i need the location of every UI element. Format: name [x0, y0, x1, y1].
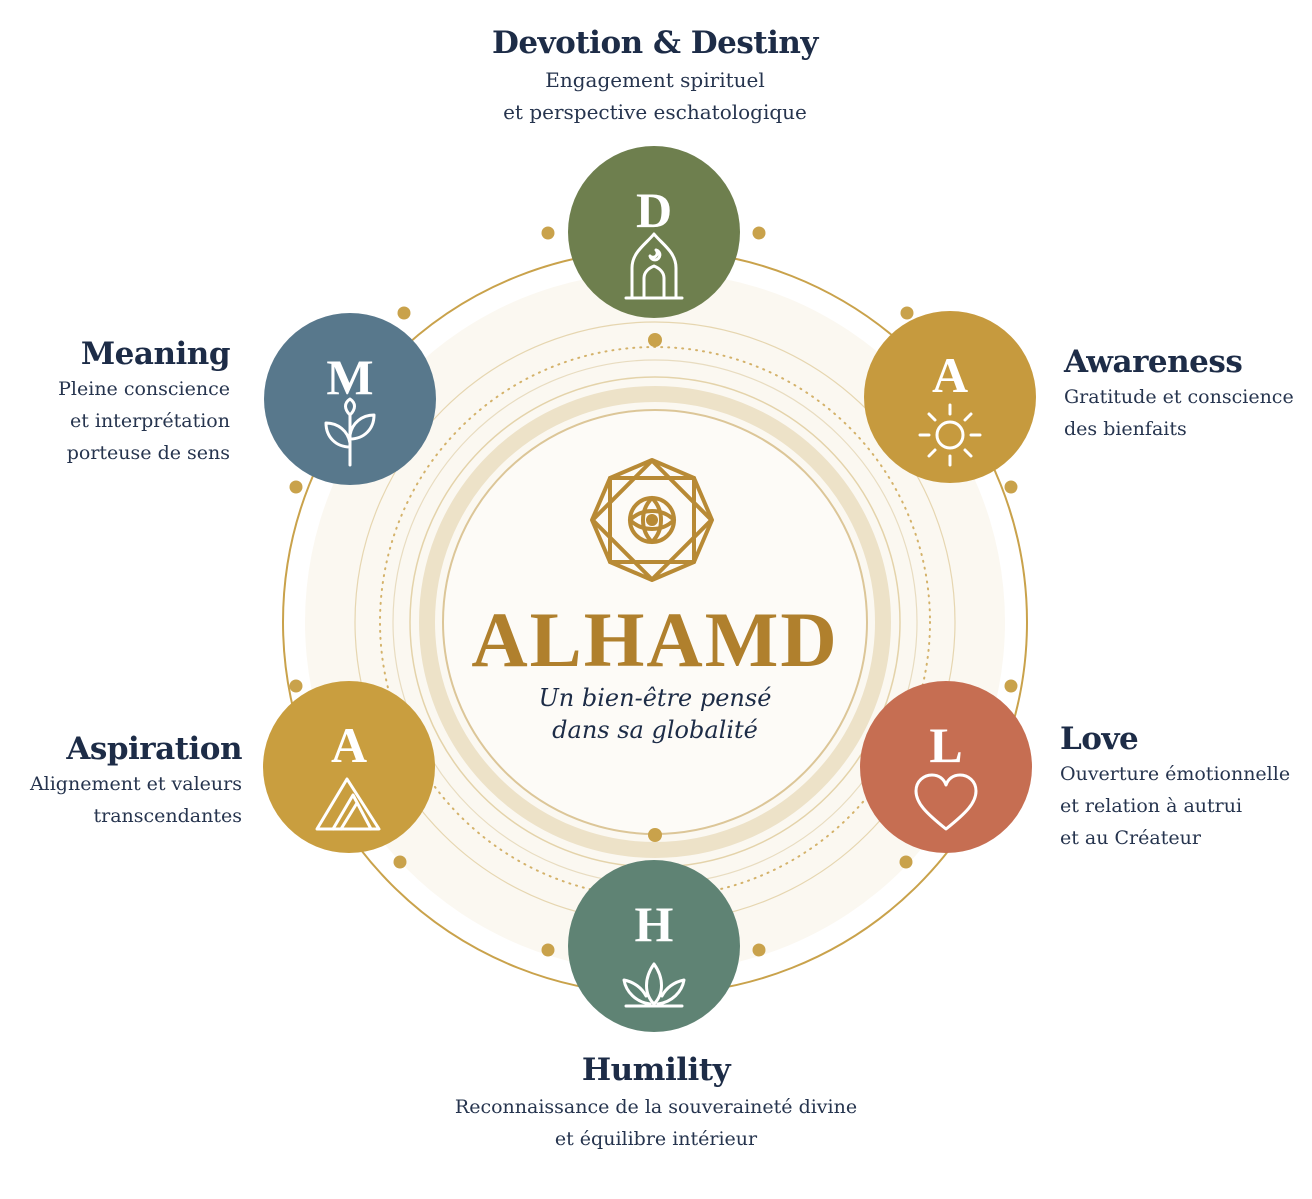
label-devotion: Devotion & Destiny Engagement spirituel … — [405, 24, 905, 128]
pillar-letter: A — [331, 717, 367, 773]
tagline-line: Un bien-être pensé — [538, 684, 772, 712]
pillar-circle — [568, 860, 740, 1032]
label-love: Love Ouverture émotionnelle et relation … — [1060, 720, 1312, 854]
desc-line: Reconnaissance de la souveraineté divine — [454, 1096, 858, 1118]
pillar-devotion: D — [568, 146, 740, 318]
desc-line: et perspective eschatologique — [503, 100, 807, 124]
inner-band — [419, 386, 891, 858]
desc-line: Gratitude et conscience — [1064, 386, 1294, 408]
desc-line: Ouverture émotionnelle — [1060, 763, 1291, 785]
label-desc: Pleine conscience et interprétation port… — [0, 373, 230, 469]
desc-line: Engagement spirituel — [545, 68, 765, 92]
label-meaning: Meaning Pleine conscience et interprétat… — [0, 335, 230, 469]
mosque-arch-icon — [624, 232, 684, 300]
label-title: Devotion & Destiny — [492, 25, 818, 61]
pillar-circle — [864, 311, 1036, 483]
pillar-letter: D — [636, 182, 672, 238]
desc-line: et au Créateur — [1060, 827, 1201, 849]
label-desc: Reconnaissance de la souveraineté divine… — [380, 1091, 932, 1155]
label-desc: Alignement et valeurs transcendantes — [0, 768, 242, 832]
label-humility: Humility Reconnaissance de la souveraine… — [380, 1051, 932, 1155]
label-desc: Ouverture émotionnelle et relation à aut… — [1060, 758, 1312, 854]
ring-dot — [899, 855, 913, 869]
desc-line: et interprétation — [69, 410, 230, 432]
inner-dot-top — [648, 333, 662, 347]
pillar-humility: H — [568, 860, 740, 1032]
desc-line: transcendantes — [93, 805, 242, 827]
ring-dot — [397, 306, 411, 320]
desc-line: et relation à autrui — [1060, 795, 1243, 817]
pillar-letter: L — [929, 717, 962, 773]
pillar-letter: H — [635, 896, 674, 952]
pillar-circle — [568, 146, 740, 318]
ring-dot — [752, 226, 766, 240]
ring-dot — [752, 943, 766, 957]
desc-line: des bienfaits — [1064, 418, 1187, 440]
label-desc: Gratitude et conscience des bienfaits — [1064, 381, 1312, 445]
pillar-circle — [860, 681, 1032, 853]
pillar-awareness: A — [864, 311, 1036, 483]
label-title: Meaning — [80, 336, 231, 372]
tagline-line: dans sa globalité — [552, 716, 758, 744]
desc-line: et équilibre intérieur — [554, 1128, 758, 1150]
brand-title: ALHAMD — [471, 596, 839, 683]
label-title: Awareness — [1064, 344, 1243, 380]
lotus-icon — [622, 962, 686, 1008]
pillar-aspiration: A — [263, 681, 435, 853]
inner-dot-bottom — [648, 828, 662, 842]
outer-ring-dots — [289, 226, 1018, 957]
pillar-letter: A — [932, 347, 968, 403]
sprout-icon — [324, 397, 376, 467]
pillar-love: L — [860, 681, 1032, 853]
desc-line: Alignement et valeurs — [29, 773, 242, 795]
desc-line: Pleine conscience — [58, 378, 230, 400]
pillar-meaning: M — [264, 313, 436, 485]
label-awareness: Awareness Gratitude et conscience des bi… — [1064, 343, 1312, 445]
center-brand-block: ALHAMD Un bien-être pensé dans sa global… — [455, 600, 855, 746]
ring-dot — [393, 855, 407, 869]
brand-tagline: Un bien-être pensé dans sa globalité — [455, 682, 855, 746]
pillar-letter: M — [326, 349, 373, 405]
octagram-rosette-icon — [590, 458, 714, 582]
mountain-icon — [315, 777, 381, 831]
heart-icon — [914, 773, 978, 831]
ring-dot — [289, 480, 303, 494]
ring-dot — [541, 226, 555, 240]
desc-line: porteuse de sens — [66, 442, 230, 464]
label-title: Aspiration — [66, 731, 242, 767]
label-aspiration: Aspiration Alignement et valeurs transce… — [0, 730, 243, 832]
ring-dot — [1004, 480, 1018, 494]
pillar-circle — [263, 681, 435, 853]
ring-dot — [289, 679, 303, 693]
ring-dot — [900, 306, 914, 320]
sun-icon — [918, 403, 982, 467]
label-title: Humility — [581, 1052, 731, 1088]
label-desc: Engagement spirituel et perspective esch… — [405, 64, 905, 128]
ring-dot — [541, 943, 555, 957]
ring-dot — [1004, 679, 1018, 693]
label-title: Love — [1060, 721, 1139, 757]
